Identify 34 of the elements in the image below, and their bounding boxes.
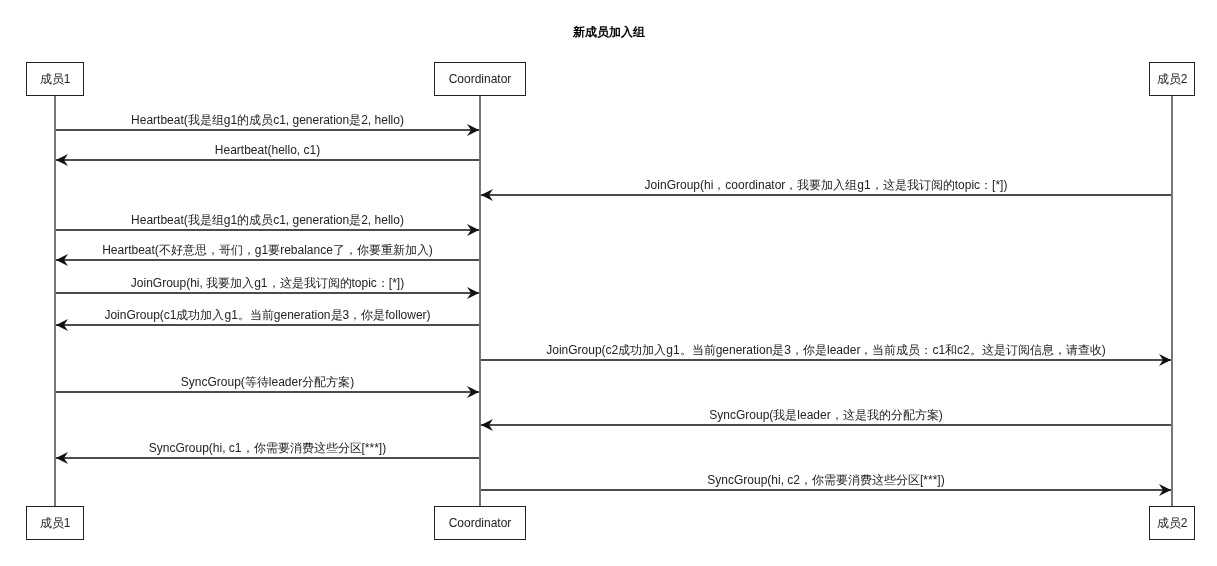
edge-label: SyncGroup(hi, c1，你需要消费这些分区[***]) bbox=[147, 442, 388, 455]
lifeline bbox=[479, 96, 481, 506]
edge-label: JoinGroup(c1成功加入g1。当前generation是3，你是follower) bbox=[103, 309, 432, 322]
message-arrow bbox=[55, 124, 480, 136]
lifeline bbox=[1171, 96, 1173, 506]
message-arrow bbox=[55, 319, 480, 331]
edge-label: SyncGroup(等待leader分配方案) bbox=[179, 376, 356, 389]
edge-label: JoinGroup(hi，coordinator，我要加入组g1，这是我订阅的topic：[*]) bbox=[643, 179, 1009, 192]
message-arrow bbox=[480, 354, 1172, 366]
message-arrow bbox=[55, 452, 480, 464]
edge-label: JoinGroup(c2成功加入g1。当前generation是3，你是leader，当前成员：c1和c2。这是订阅信息，请查收) bbox=[545, 344, 1107, 357]
message-arrow bbox=[480, 419, 1172, 431]
edge-label: JoinGroup(hi, 我要加入g1，这是我订阅的topic：[*]) bbox=[129, 277, 406, 290]
title: 新成员加入组 bbox=[571, 24, 646, 41]
edge-label: Heartbeat(我是组g1的成员c1, generation是2, hello) bbox=[130, 114, 405, 127]
edge-label: Heartbeat(我是组g1的成员c1, generation是2, hello) bbox=[130, 214, 405, 227]
message-arrow bbox=[480, 484, 1172, 496]
message-arrow bbox=[55, 287, 480, 299]
edge-label: Heartbeat(不好意思，哥们，g1要rebalance了，你要重新加入) bbox=[101, 244, 434, 257]
participant-box: 成员2 bbox=[1149, 506, 1195, 540]
lifeline bbox=[54, 96, 56, 506]
participant-box: 成员1 bbox=[26, 62, 84, 96]
participant-box: Coordinator bbox=[434, 62, 526, 96]
participant-box: 成员1 bbox=[26, 506, 84, 540]
message-arrow bbox=[55, 386, 480, 398]
participant-box: 成员2 bbox=[1149, 62, 1195, 96]
message-arrow bbox=[55, 154, 480, 166]
message-arrow bbox=[55, 254, 480, 266]
message-arrow bbox=[480, 189, 1172, 201]
message-arrow bbox=[55, 224, 480, 236]
participant-box: Coordinator bbox=[434, 506, 526, 540]
edge-label: SyncGroup(我是leader，这是我的分配方案) bbox=[708, 409, 944, 422]
edge-label: SyncGroup(hi, c2，你需要消费这些分区[***]) bbox=[706, 474, 946, 487]
edge-label: Heartbeat(hello, c1) bbox=[213, 144, 322, 157]
